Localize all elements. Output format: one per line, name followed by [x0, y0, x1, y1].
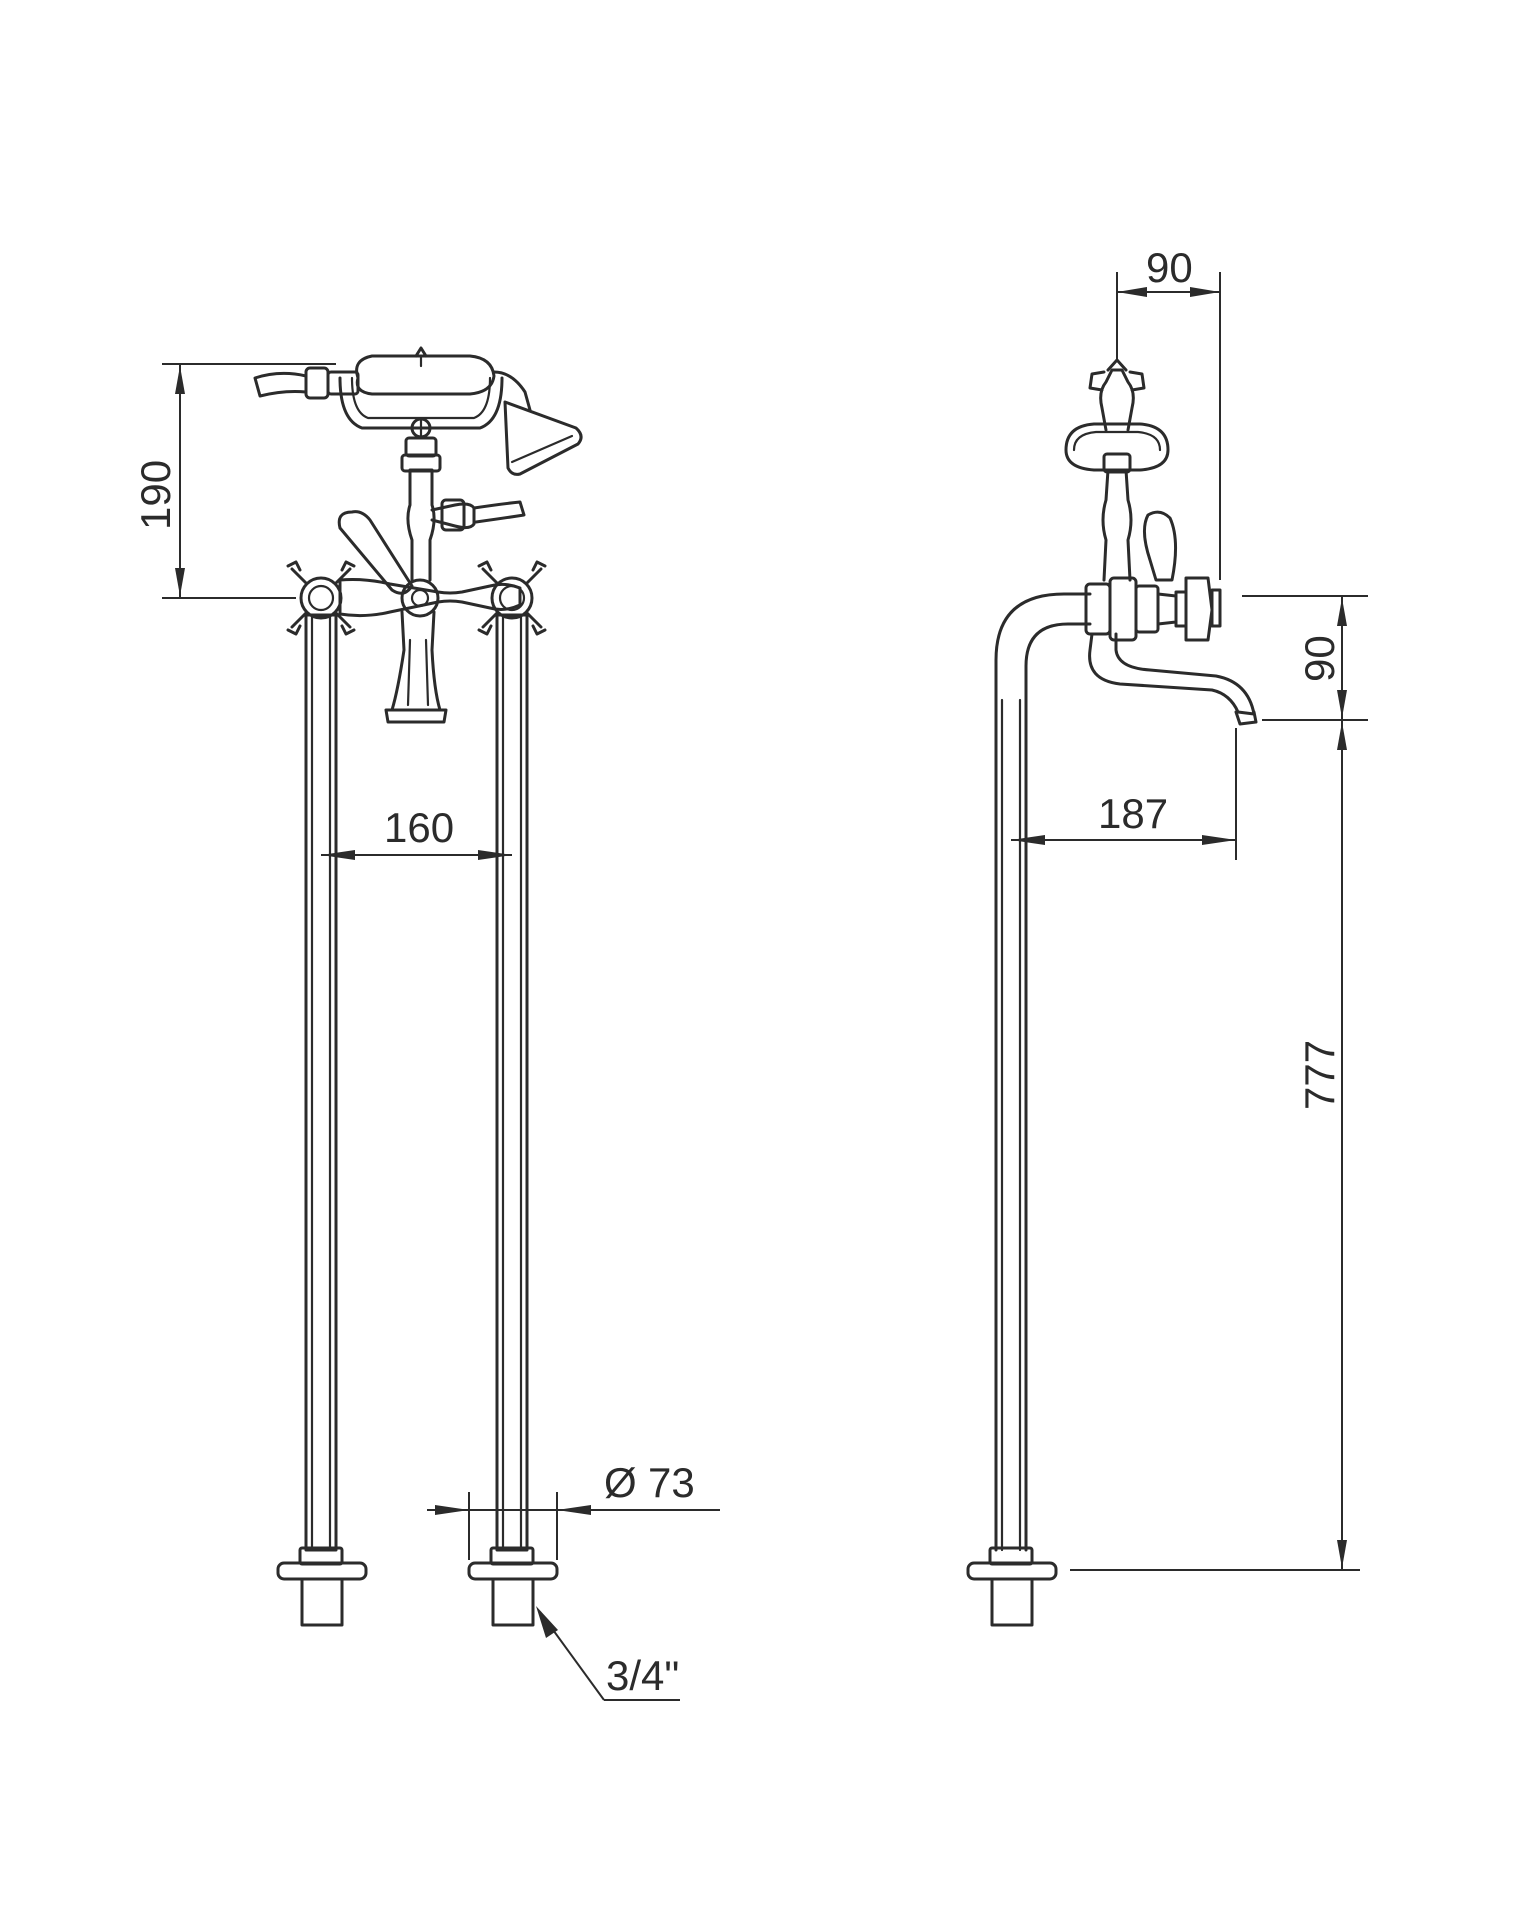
dim-side-90-top-label: 90 — [1146, 244, 1193, 291]
dim-side-90-drop-label: 90 — [1296, 635, 1343, 682]
dim-73-label: 73 — [648, 1459, 695, 1506]
dim-thread-callout: 3/4" — [536, 1606, 680, 1701]
side-riser — [1101, 452, 1133, 582]
dim-side-90-top: 90 — [1116, 244, 1221, 580]
handset-cradle — [338, 376, 504, 439]
front-view: 190 160 Ø 73 3/4" — [132, 346, 720, 1701]
dim-side-187: 187 — [1011, 728, 1237, 860]
right-floor-flange — [467, 1546, 559, 1627]
right-supply-pipe — [495, 613, 529, 1552]
shower-handset — [253, 346, 583, 476]
dim-diameter-73: Ø 73 — [427, 1459, 720, 1560]
dim-190-label: 190 — [132, 460, 179, 530]
side-view: 90 90 187 777 — [966, 244, 1368, 1627]
side-valve-body — [1084, 576, 1222, 642]
left-floor-flange — [276, 1546, 368, 1627]
left-supply-pipe — [304, 613, 338, 1552]
side-floor-flange — [966, 1546, 1058, 1627]
side-handset — [1088, 358, 1146, 432]
dim-thread-label: 3/4" — [606, 1652, 679, 1699]
right-cross-handle — [477, 560, 547, 636]
dim-side-777-label: 777 — [1296, 1040, 1343, 1110]
dim-160-label: 160 — [384, 804, 454, 851]
left-cross-handle — [286, 560, 356, 636]
side-cradle — [1064, 422, 1170, 472]
mixer-body — [338, 578, 522, 724]
side-standpipe — [994, 592, 1092, 1552]
diverter-lever — [337, 510, 414, 595]
side-spout — [1088, 632, 1258, 726]
dim-190: 190 — [132, 363, 336, 599]
dim-side-777: 777 — [1070, 720, 1360, 1571]
dim-160: 160 — [321, 804, 512, 860]
dim-73-symbol: Ø — [604, 1459, 637, 1506]
dim-side-187-label: 187 — [1098, 790, 1168, 837]
dim-side-90-drop: 90 — [1242, 595, 1368, 721]
side-lever — [1143, 510, 1177, 582]
